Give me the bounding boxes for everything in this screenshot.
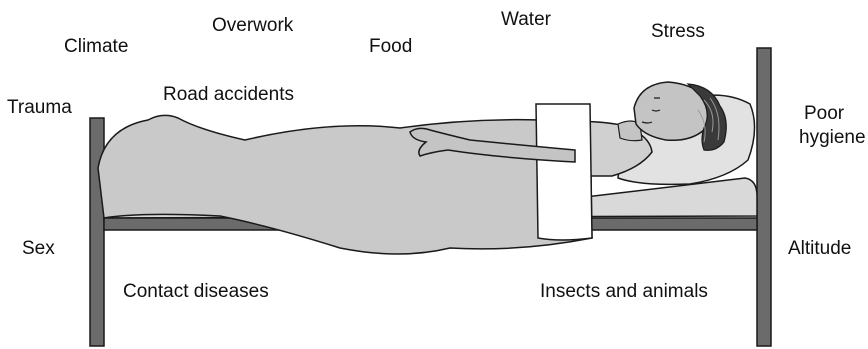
label-overwork: Overwork xyxy=(212,15,293,37)
label-altitude: Altitude xyxy=(788,238,851,260)
blanket xyxy=(98,115,592,254)
label-sex: Sex xyxy=(22,238,55,260)
label-road-accidents: Road accidents xyxy=(163,84,294,106)
label-food: Food xyxy=(369,36,412,58)
label-water: Water xyxy=(501,9,551,31)
label-poor-hygiene-line1: Poor xyxy=(804,103,844,125)
label-stress: Stress xyxy=(651,21,705,43)
label-climate: Climate xyxy=(64,36,128,58)
label-trauma: Trauma xyxy=(7,97,72,119)
label-contact-diseases: Contact diseases xyxy=(123,281,269,303)
label-insects-and-animals: Insects and animals xyxy=(540,281,708,303)
label-poor-hygiene-line2: hygiene xyxy=(799,127,866,149)
sheet-band xyxy=(536,104,592,240)
right-bed-post xyxy=(757,48,771,346)
